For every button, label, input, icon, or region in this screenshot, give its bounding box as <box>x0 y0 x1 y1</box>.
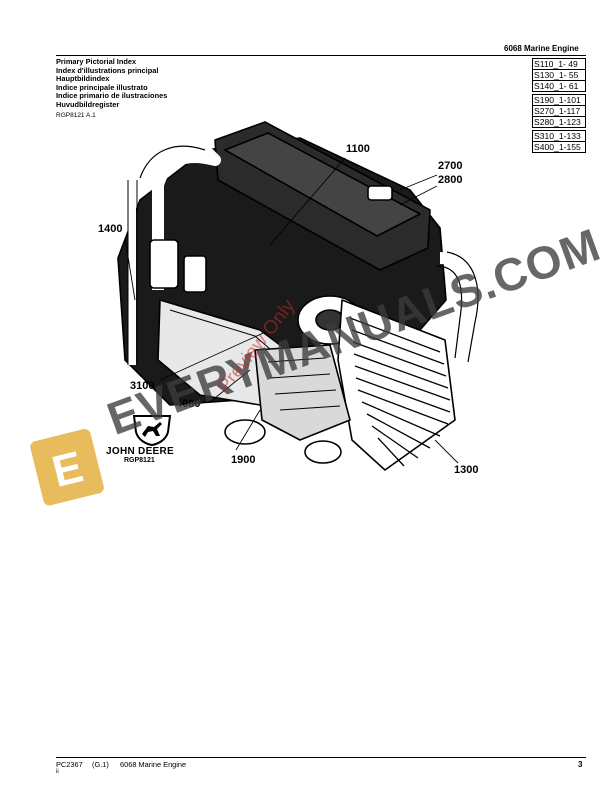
index-title-sv: Huvudbildregister <box>56 99 120 109</box>
section-ref-group: S110_1- 49 S130_1- 55 S140_1- 61 <box>532 58 586 92</box>
section-ref-link[interactable]: S130_1- 55 <box>533 69 585 80</box>
section-ref-link[interactable]: S310_1-133 <box>534 131 581 141</box>
logo-brand-text: JOHN DEERE <box>106 446 175 457</box>
index-title-fr: Index d'illustrations principal <box>56 65 159 75</box>
callout-2700[interactable]: 2700 <box>438 160 463 172</box>
section-ref-link[interactable]: S190_1-101 <box>534 95 581 105</box>
john-deere-logo: JOHN DEERE RGP8121 <box>106 412 202 464</box>
footer-title: 6068 Marine Engine <box>120 760 187 769</box>
logo-figure-code: RGP8121 <box>124 457 155 464</box>
callout-leaders <box>124 157 459 464</box>
index-title-es: Indice primario de ilustraciones <box>56 91 168 101</box>
figure-id: RGP8121 A.1 <box>56 112 96 119</box>
page-number: 3 <box>578 760 583 769</box>
callout-1900[interactable]: 1900 <box>231 454 256 466</box>
footer-roman-page: ii <box>56 769 59 775</box>
index-title-it: Indice principale illustrato <box>56 82 148 92</box>
section-reference-table: S110_1- 49 S130_1- 55 S140_1- 61 S190_1-… <box>532 58 586 155</box>
section-ref-group: S310_1-133 S400_1-155 <box>532 130 586 153</box>
section-ref-link[interactable]: S280_1-123 <box>533 116 585 127</box>
callout-1300[interactable]: 1300 <box>454 464 479 476</box>
index-title-block: Primary Pictorial Index Index d'illustra… <box>56 57 168 110</box>
footer-rule <box>56 757 586 758</box>
section-ref-group: S190_1-101 S270_1-117 S280_1-123 <box>532 94 586 128</box>
callout-4000[interactable]: 4000 <box>176 398 201 410</box>
footer-doc-code: PC2367 <box>56 760 83 769</box>
callout-3100[interactable]: 3100 <box>130 380 155 392</box>
callout-1100[interactable]: 1100 <box>346 143 370 155</box>
index-title-en: Primary Pictorial Index <box>56 57 137 66</box>
index-title-de: Hauptbildindex <box>56 74 110 84</box>
deer-emblem-icon <box>132 415 172 446</box>
header-rule <box>56 55 586 56</box>
section-ref-link[interactable]: S140_1- 61 <box>533 80 585 91</box>
callout-2800[interactable]: 2800 <box>438 174 463 186</box>
watermark-tile-icon: E <box>30 428 104 506</box>
section-ref-link[interactable]: S110_1- 49 <box>534 59 578 69</box>
callout-1400[interactable]: 1400 <box>98 223 123 235</box>
manual-title: 6068 Marine Engine <box>504 44 579 53</box>
section-ref-link[interactable]: S270_1-117 <box>533 105 585 116</box>
footer-revision: (G.1) <box>92 760 109 769</box>
section-ref-link[interactable]: S400_1-155 <box>533 141 585 152</box>
